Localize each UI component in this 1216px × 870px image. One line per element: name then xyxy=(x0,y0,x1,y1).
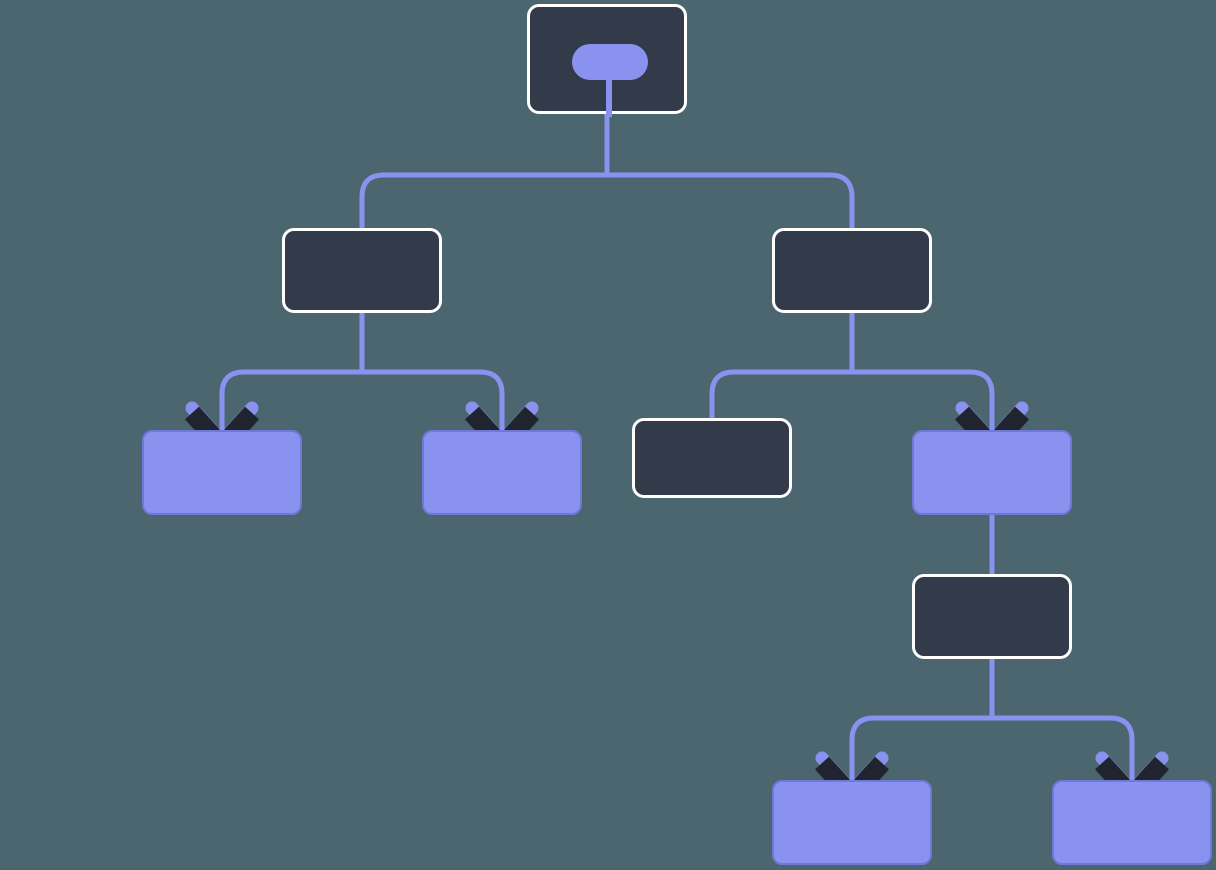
node-root[interactable] xyxy=(527,4,687,117)
node-level1-right[interactable] xyxy=(772,228,932,313)
edge-root-to-left1 xyxy=(359,172,607,232)
edge-right1-to-leaf-c xyxy=(852,369,995,436)
node-level1-left[interactable] xyxy=(282,228,442,313)
node-leaf-b[interactable] xyxy=(422,430,582,515)
edge-dark3-to-leaf-d xyxy=(849,715,992,786)
edge-root-to-right1 xyxy=(607,172,855,232)
node-dark-plain[interactable] xyxy=(632,418,792,498)
edge-left1-to-leaf-b xyxy=(362,369,505,436)
node-leaf-a[interactable] xyxy=(142,430,302,515)
edge-right1-to-dark-plain xyxy=(709,369,852,420)
node-leaf-e[interactable] xyxy=(1052,780,1212,865)
node-leaf-d[interactable] xyxy=(772,780,932,865)
edge-left1-to-leaf-a xyxy=(219,369,362,436)
node-leaf-c[interactable] xyxy=(912,430,1072,515)
edge-dark3-to-leaf-e xyxy=(992,715,1135,786)
root-pill-stem xyxy=(606,73,612,117)
node-level3-dark[interactable] xyxy=(912,574,1072,659)
